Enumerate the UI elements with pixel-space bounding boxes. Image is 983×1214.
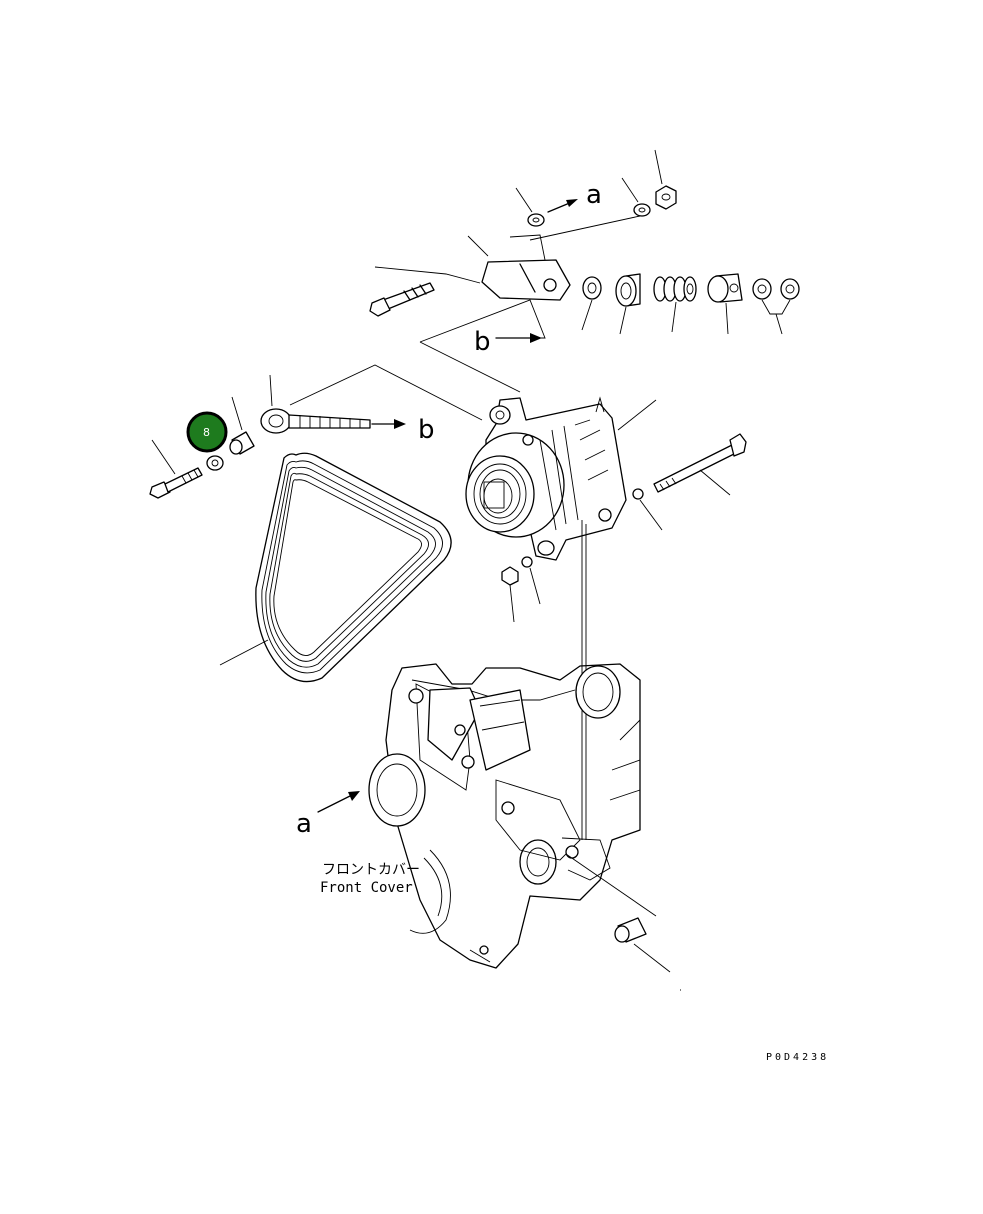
left-bolt-set bbox=[149, 396, 255, 499]
callout-badge-label: 8 bbox=[203, 426, 210, 439]
drawing-code: P0D4238 bbox=[766, 1052, 829, 1063]
long-bolt-right bbox=[632, 433, 747, 531]
callout-badge-8[interactable]: 8 bbox=[186, 411, 228, 453]
adjust-rod: b bbox=[260, 364, 483, 445]
front-cover-label-en: Front Cover bbox=[320, 880, 413, 896]
front-cover-label: フロントカバー Front Cover bbox=[320, 862, 420, 896]
arrow-label-b-right: b bbox=[418, 415, 435, 445]
arrow-label-a-top: a bbox=[586, 180, 602, 210]
lower-spacer bbox=[565, 853, 681, 991]
top-fasteners: a bbox=[515, 149, 677, 227]
arrow-label-a-lower: a bbox=[296, 809, 312, 839]
front-cover-label-jp: フロントカバー bbox=[322, 862, 420, 878]
alternator-lower-fasteners bbox=[501, 556, 541, 623]
arrow-a-lower: a bbox=[296, 791, 360, 839]
arrow-b-upper: b bbox=[419, 299, 546, 393]
v-belt bbox=[219, 452, 452, 683]
arrow-label-b-upper: b bbox=[474, 327, 491, 357]
bushing-stack bbox=[581, 273, 800, 335]
bracket-assembly bbox=[369, 215, 641, 317]
alternator bbox=[465, 396, 657, 561]
engine-front-cover bbox=[368, 663, 641, 969]
